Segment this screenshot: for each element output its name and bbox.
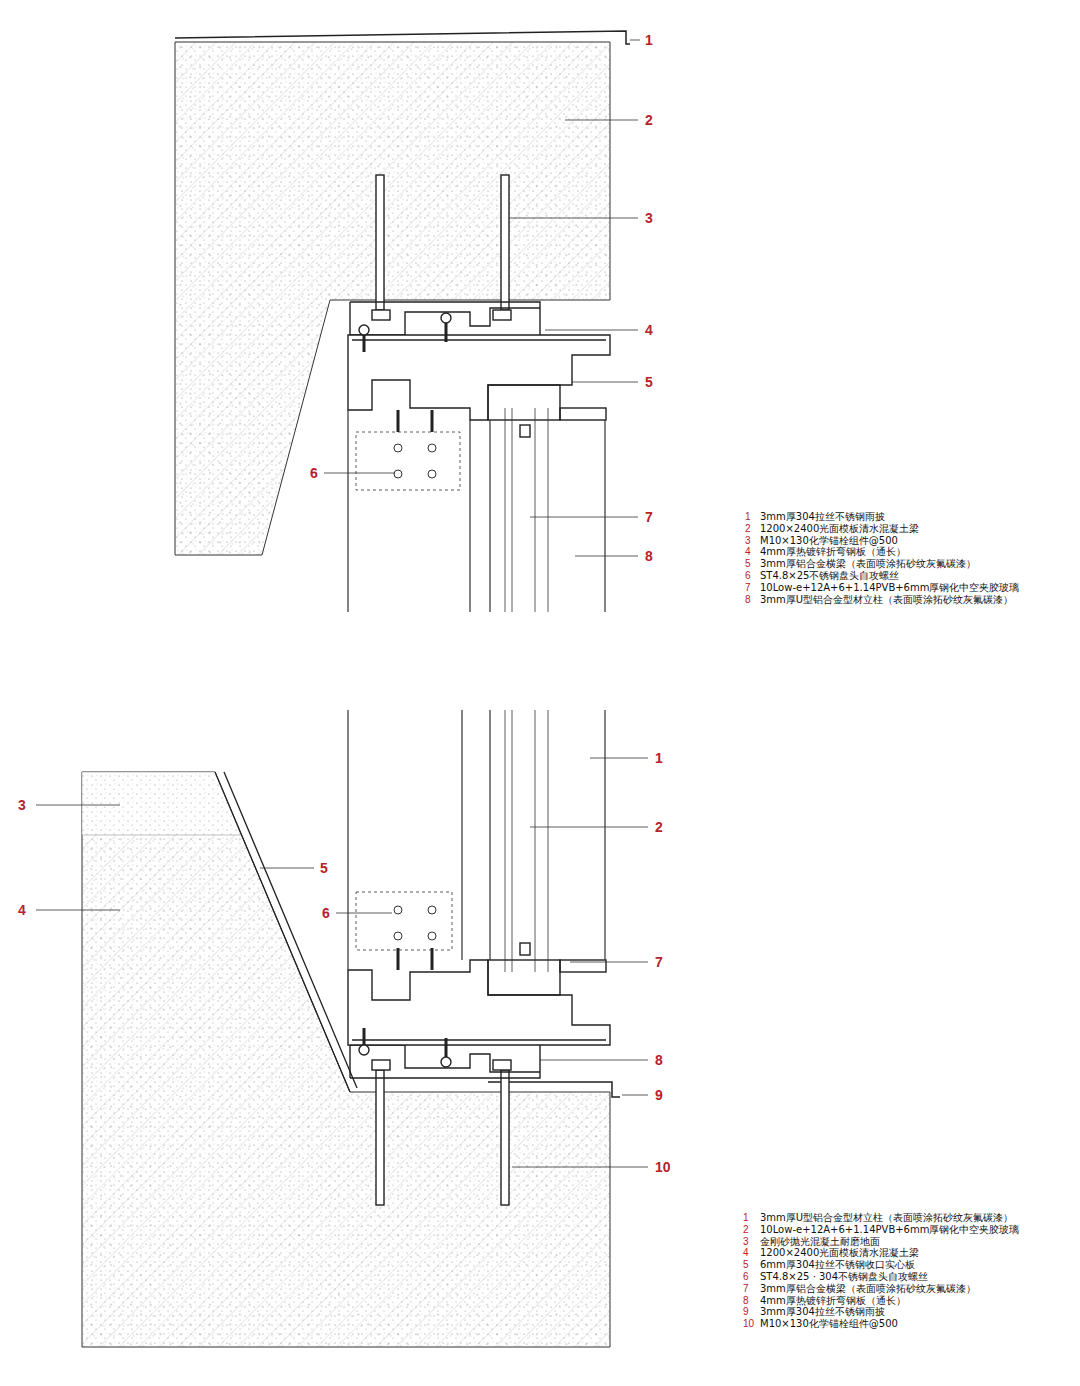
callout-number: 7 bbox=[645, 510, 653, 524]
callout-number: 1 bbox=[645, 33, 653, 47]
note-text: 1200×2400光面模板清水混凝土梁 bbox=[760, 524, 919, 534]
note-text: 3mm厚U型铝合金型材立柱（表面喷涂拓砂纹灰氟碳漆） bbox=[760, 595, 1013, 605]
callout-number: 10 bbox=[655, 1160, 671, 1174]
note-number: 10 bbox=[743, 1319, 754, 1329]
callout-number: 1 bbox=[655, 751, 663, 765]
note-number: 4 bbox=[745, 547, 751, 557]
note-number: 3 bbox=[745, 536, 751, 546]
note-number: 8 bbox=[743, 1296, 749, 1306]
callout-number: 2 bbox=[655, 820, 663, 834]
note-text: 1200×2400光面模板清水混凝土梁 bbox=[760, 1248, 919, 1258]
callout-number: 6 bbox=[310, 466, 318, 480]
callout-number: 8 bbox=[645, 549, 653, 563]
note-number: 6 bbox=[743, 1272, 749, 1282]
callout-number: 6 bbox=[322, 906, 330, 920]
note-text: 3mm厚U型铝合金型材立柱（表面喷涂拓砂纹灰氟碳漆） bbox=[760, 1213, 1013, 1223]
callout-number: 9 bbox=[655, 1088, 663, 1102]
note-number: 6 bbox=[745, 571, 751, 581]
callout-number: 8 bbox=[655, 1053, 663, 1067]
callout-number: 5 bbox=[320, 861, 328, 875]
note-number: 7 bbox=[745, 583, 751, 593]
note-number: 5 bbox=[745, 559, 751, 569]
note-number: 2 bbox=[743, 1225, 749, 1235]
note-number: 1 bbox=[745, 512, 751, 522]
note-text: 10Low-e+12A+6+1.14PVB+6mm厚钢化中空夹胶玻璃 bbox=[760, 583, 1019, 593]
note-text: 3mm厚铝合金横梁（表面喷涂拓砂纹灰氟碳漆） bbox=[760, 1284, 976, 1294]
note-text: 金刚砂抛光混凝土耐磨地面 bbox=[760, 1237, 880, 1247]
note-text: M10×130化学锚栓组件@500 bbox=[760, 536, 898, 546]
note-number: 5 bbox=[743, 1260, 749, 1270]
note-number: 1 bbox=[743, 1213, 749, 1223]
note-number: 9 bbox=[743, 1307, 749, 1317]
callout-number: 3 bbox=[645, 211, 653, 225]
note-text: 4mm厚热镀锌折弯钢板（通长） bbox=[760, 1296, 906, 1306]
callout-number: 7 bbox=[655, 955, 663, 969]
note-text: ST4.8×25不锈钢盘头自攻螺丝 bbox=[760, 571, 899, 581]
note-text: 10Low-e+12A+6+1.14PVB+6mm厚钢化中空夹胶玻璃 bbox=[760, 1225, 1019, 1235]
note-text: 3mm厚铝合金横梁（表面喷涂拓砂纹灰氟碳漆） bbox=[760, 559, 976, 569]
note-text: 6mm厚304拉丝不锈钢收口实心板 bbox=[760, 1260, 915, 1270]
note-text: ST4.8×25 · 304不锈钢盘头自攻螺丝 bbox=[760, 1272, 928, 1282]
callout-number: 4 bbox=[645, 323, 653, 337]
callout-number: 5 bbox=[645, 375, 653, 389]
note-number: 3 bbox=[743, 1237, 749, 1247]
note-number: 4 bbox=[743, 1248, 749, 1258]
note-number: 2 bbox=[745, 524, 751, 534]
note-text: 3mm厚304拉丝不锈钢雨披 bbox=[760, 512, 885, 522]
callout-number: 3 bbox=[18, 798, 26, 812]
note-number: 8 bbox=[745, 595, 751, 605]
note-number: 7 bbox=[743, 1284, 749, 1294]
note-text: 3mm厚304拉丝不锈钢雨披 bbox=[760, 1307, 885, 1317]
note-text: 4mm厚热镀锌折弯钢板（通长） bbox=[760, 547, 906, 557]
callout-number: 4 bbox=[18, 903, 26, 917]
note-text: M10×130化学锚栓组件@500 bbox=[760, 1319, 898, 1329]
callout-number: 2 bbox=[645, 113, 653, 127]
